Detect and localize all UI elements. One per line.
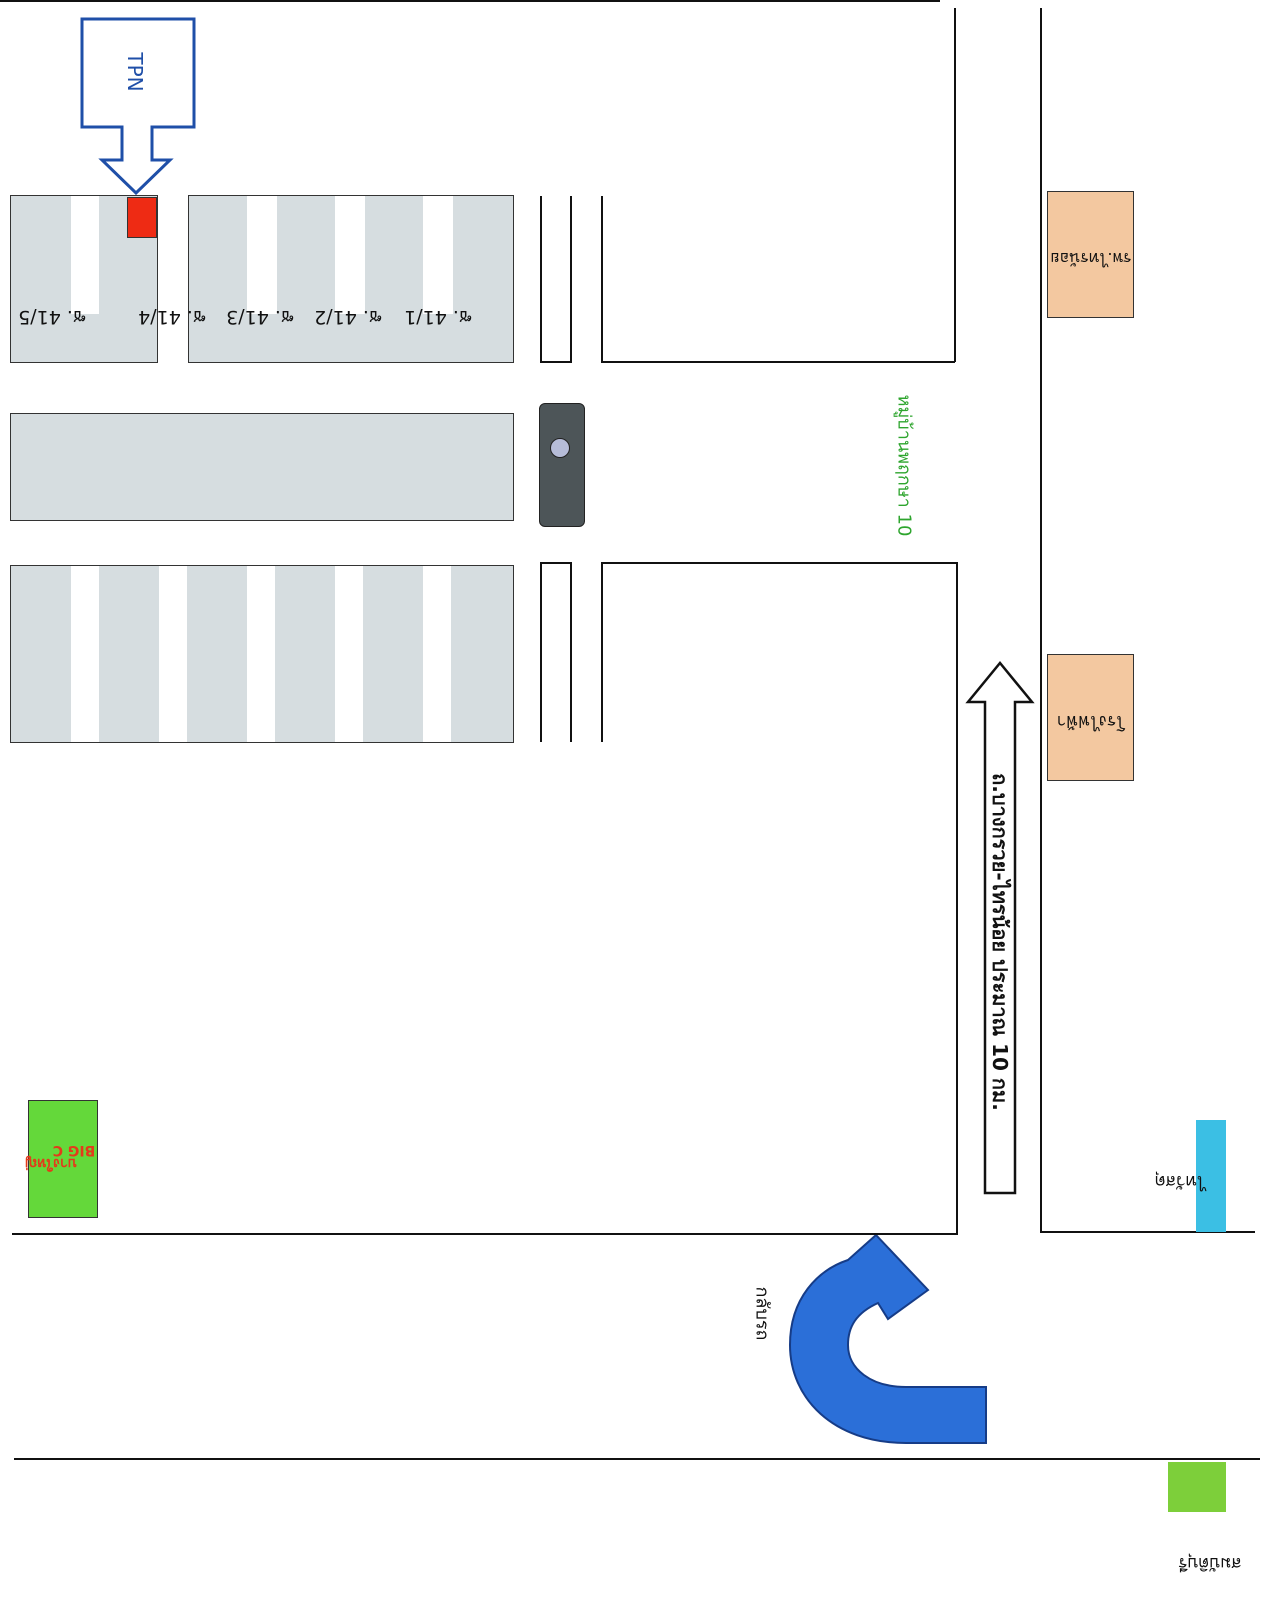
block-stripe	[335, 566, 363, 742]
block-stripe	[335, 196, 365, 314]
block-middle	[10, 413, 514, 521]
tpn-location-marker	[127, 197, 157, 238]
soi-label-41-1: ซ. 41/1	[404, 306, 472, 328]
road-edge-bottom-main	[14, 1458, 1260, 1460]
poi-sammakhi-label: สมบัติบุรี	[1178, 1553, 1242, 1573]
soi-label-41-4: ซ. 41/4	[138, 306, 206, 328]
poi-power-plant: โรงไฟฟ้า	[1047, 654, 1134, 781]
poi-hospital-label: รพ.ไทรน้อย	[1050, 249, 1132, 268]
block-soi-41-1-to-41-3	[188, 195, 514, 363]
poi-sammakhi-color	[1168, 1462, 1226, 1512]
soi-road-line	[570, 562, 572, 742]
block-stripe	[247, 566, 275, 742]
soi-road-line	[601, 562, 957, 564]
tpn-marker-arrow	[80, 17, 196, 195]
block-lower	[10, 565, 514, 743]
road-edge-right-upper	[954, 8, 956, 362]
traffic-light-lamp	[550, 438, 570, 458]
block-soi-41-5	[10, 195, 158, 363]
u-turn-label: กลับรถ	[751, 1286, 773, 1341]
soi-road-line	[540, 562, 542, 742]
road-edge-right-lower	[956, 562, 958, 1235]
traffic-light-icon	[539, 403, 585, 527]
soi-label-41-5: ซ. 41/5	[18, 306, 86, 328]
poi-power-plant-label: โรงไฟฟ้า	[1056, 711, 1126, 731]
soi-road-line	[540, 361, 572, 363]
soi-road-line	[601, 196, 603, 362]
road-edge-bottom	[12, 1233, 958, 1235]
block-stripe	[71, 196, 99, 314]
soi-label-41-2: ซ. 41/2	[314, 306, 382, 328]
block-stripe	[71, 566, 99, 742]
poi-thai-rat-label: ไทวัสดุ	[1154, 1171, 1206, 1191]
soi-road-line	[601, 361, 955, 363]
road-name-label: ถ.บางกรวย-ไทรน้อย ประมาณ 10 กม.	[988, 773, 1012, 1111]
soi-road-line	[540, 562, 572, 564]
poi-big-c-branch: บางใหญ่	[25, 1155, 77, 1171]
block-stripe	[159, 566, 187, 742]
soi-label-41-3: ซ. 41/3	[226, 306, 294, 328]
direction-arrow	[965, 661, 1035, 1195]
block-stripe	[423, 566, 451, 742]
road-edge-top	[0, 0, 940, 2]
road-edge-bottom-right	[1040, 1231, 1255, 1233]
village-label: หมู่บ้านพฤกษา 10	[893, 394, 915, 537]
poi-big-c: BIG C บางใหญ่	[25, 1100, 98, 1218]
tpn-label: TPN	[123, 52, 147, 92]
poi-hospital: รพ.ไทรน้อย	[1047, 191, 1134, 318]
u-turn-arrow-icon	[788, 1235, 987, 1444]
block-stripe	[423, 196, 453, 314]
block-stripe	[247, 196, 277, 314]
soi-road-line	[570, 196, 572, 362]
soi-road-line	[540, 196, 542, 362]
road-edge-far-right	[1040, 8, 1042, 1233]
soi-road-line	[601, 562, 603, 742]
poi-thai-rat-color	[1196, 1120, 1226, 1232]
